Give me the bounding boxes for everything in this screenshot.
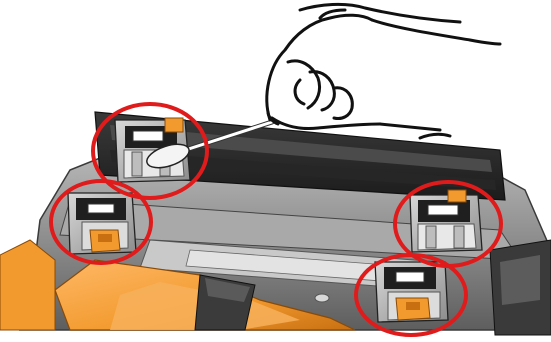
right-side-block [490,240,551,335]
hand-holding-swab-icon [267,4,500,138]
fiber-clamp-lower-left [68,193,136,254]
fiber-clamp-lower-right [375,262,448,322]
fiber-clamp-upper-right [410,190,482,252]
